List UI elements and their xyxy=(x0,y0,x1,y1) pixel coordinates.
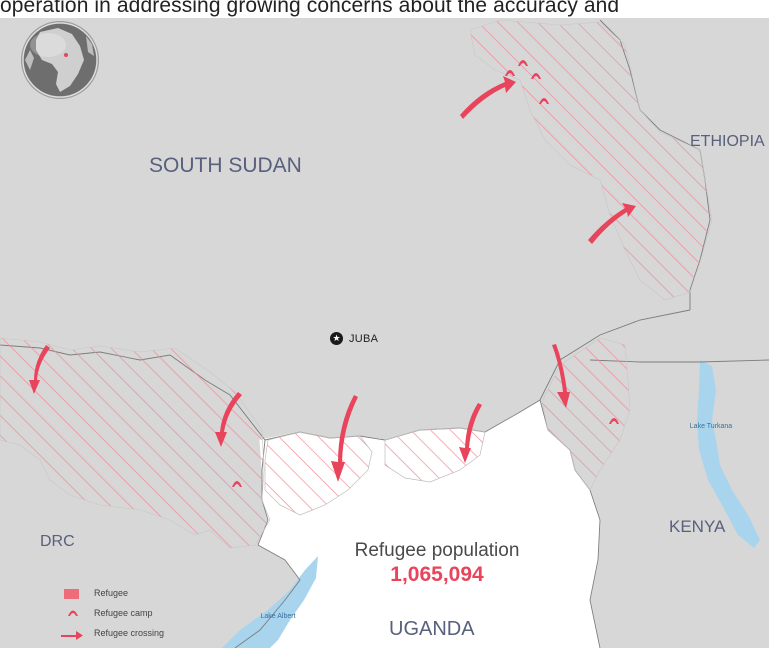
refugee-swatch-icon xyxy=(64,589,79,599)
capital-name: JUBA xyxy=(349,332,379,345)
camp-icon xyxy=(531,73,541,79)
legend-label: Refugee xyxy=(94,588,129,598)
refugee-region-drc xyxy=(0,337,271,549)
camp-icon xyxy=(609,418,619,424)
refugee-regions xyxy=(0,19,713,549)
refugee-crossings xyxy=(29,76,636,482)
legend-label: Refugee camp xyxy=(94,608,153,618)
lake-label-albert: Lake Albert xyxy=(260,613,296,620)
capital-marker: ★ JUBA xyxy=(330,332,378,345)
population-value: 1,065,094 xyxy=(390,563,484,586)
locator-globe xyxy=(21,21,99,99)
country-label-drc: DRC xyxy=(40,533,75,550)
lake-turkana xyxy=(697,360,760,548)
country-label-uganda: UGANDA xyxy=(389,618,475,640)
refugee-camps xyxy=(232,60,619,487)
country-label-south-sudan: SOUTH SUDAN xyxy=(149,154,302,177)
camp-icon xyxy=(539,98,549,104)
population-label: Refugee population xyxy=(354,540,520,561)
country-label-ethiopia: ETHIOPIA xyxy=(690,133,765,150)
camp-icon xyxy=(505,70,515,76)
star-icon: ★ xyxy=(330,332,343,345)
caption-text: operation in addressing growing concerns… xyxy=(0,0,620,17)
refugee-region-uganda-west xyxy=(264,431,373,516)
crossing-arrow-icon xyxy=(60,627,84,646)
legend-label: Refugee crossing xyxy=(94,628,165,638)
refugee-region-uganda-east xyxy=(384,427,486,483)
camp-icon xyxy=(518,60,528,66)
lake-label-turkana: Lake Turkana xyxy=(689,423,733,430)
camp-icon xyxy=(67,605,79,620)
country-label-kenya: KENYA xyxy=(669,517,726,536)
refugee-region-ethiopia xyxy=(469,19,713,301)
crossing-arrow xyxy=(552,344,570,408)
crossing-arrow xyxy=(460,76,516,119)
crossing-arrow xyxy=(215,392,242,447)
crossing-arrow xyxy=(459,403,482,463)
crossing-arrow xyxy=(29,345,50,394)
camp-icon xyxy=(232,481,242,487)
lake-albert xyxy=(222,556,318,648)
refugee-population: Refugee population 1,065,094 xyxy=(322,540,552,587)
crossing-arrow xyxy=(588,203,636,244)
